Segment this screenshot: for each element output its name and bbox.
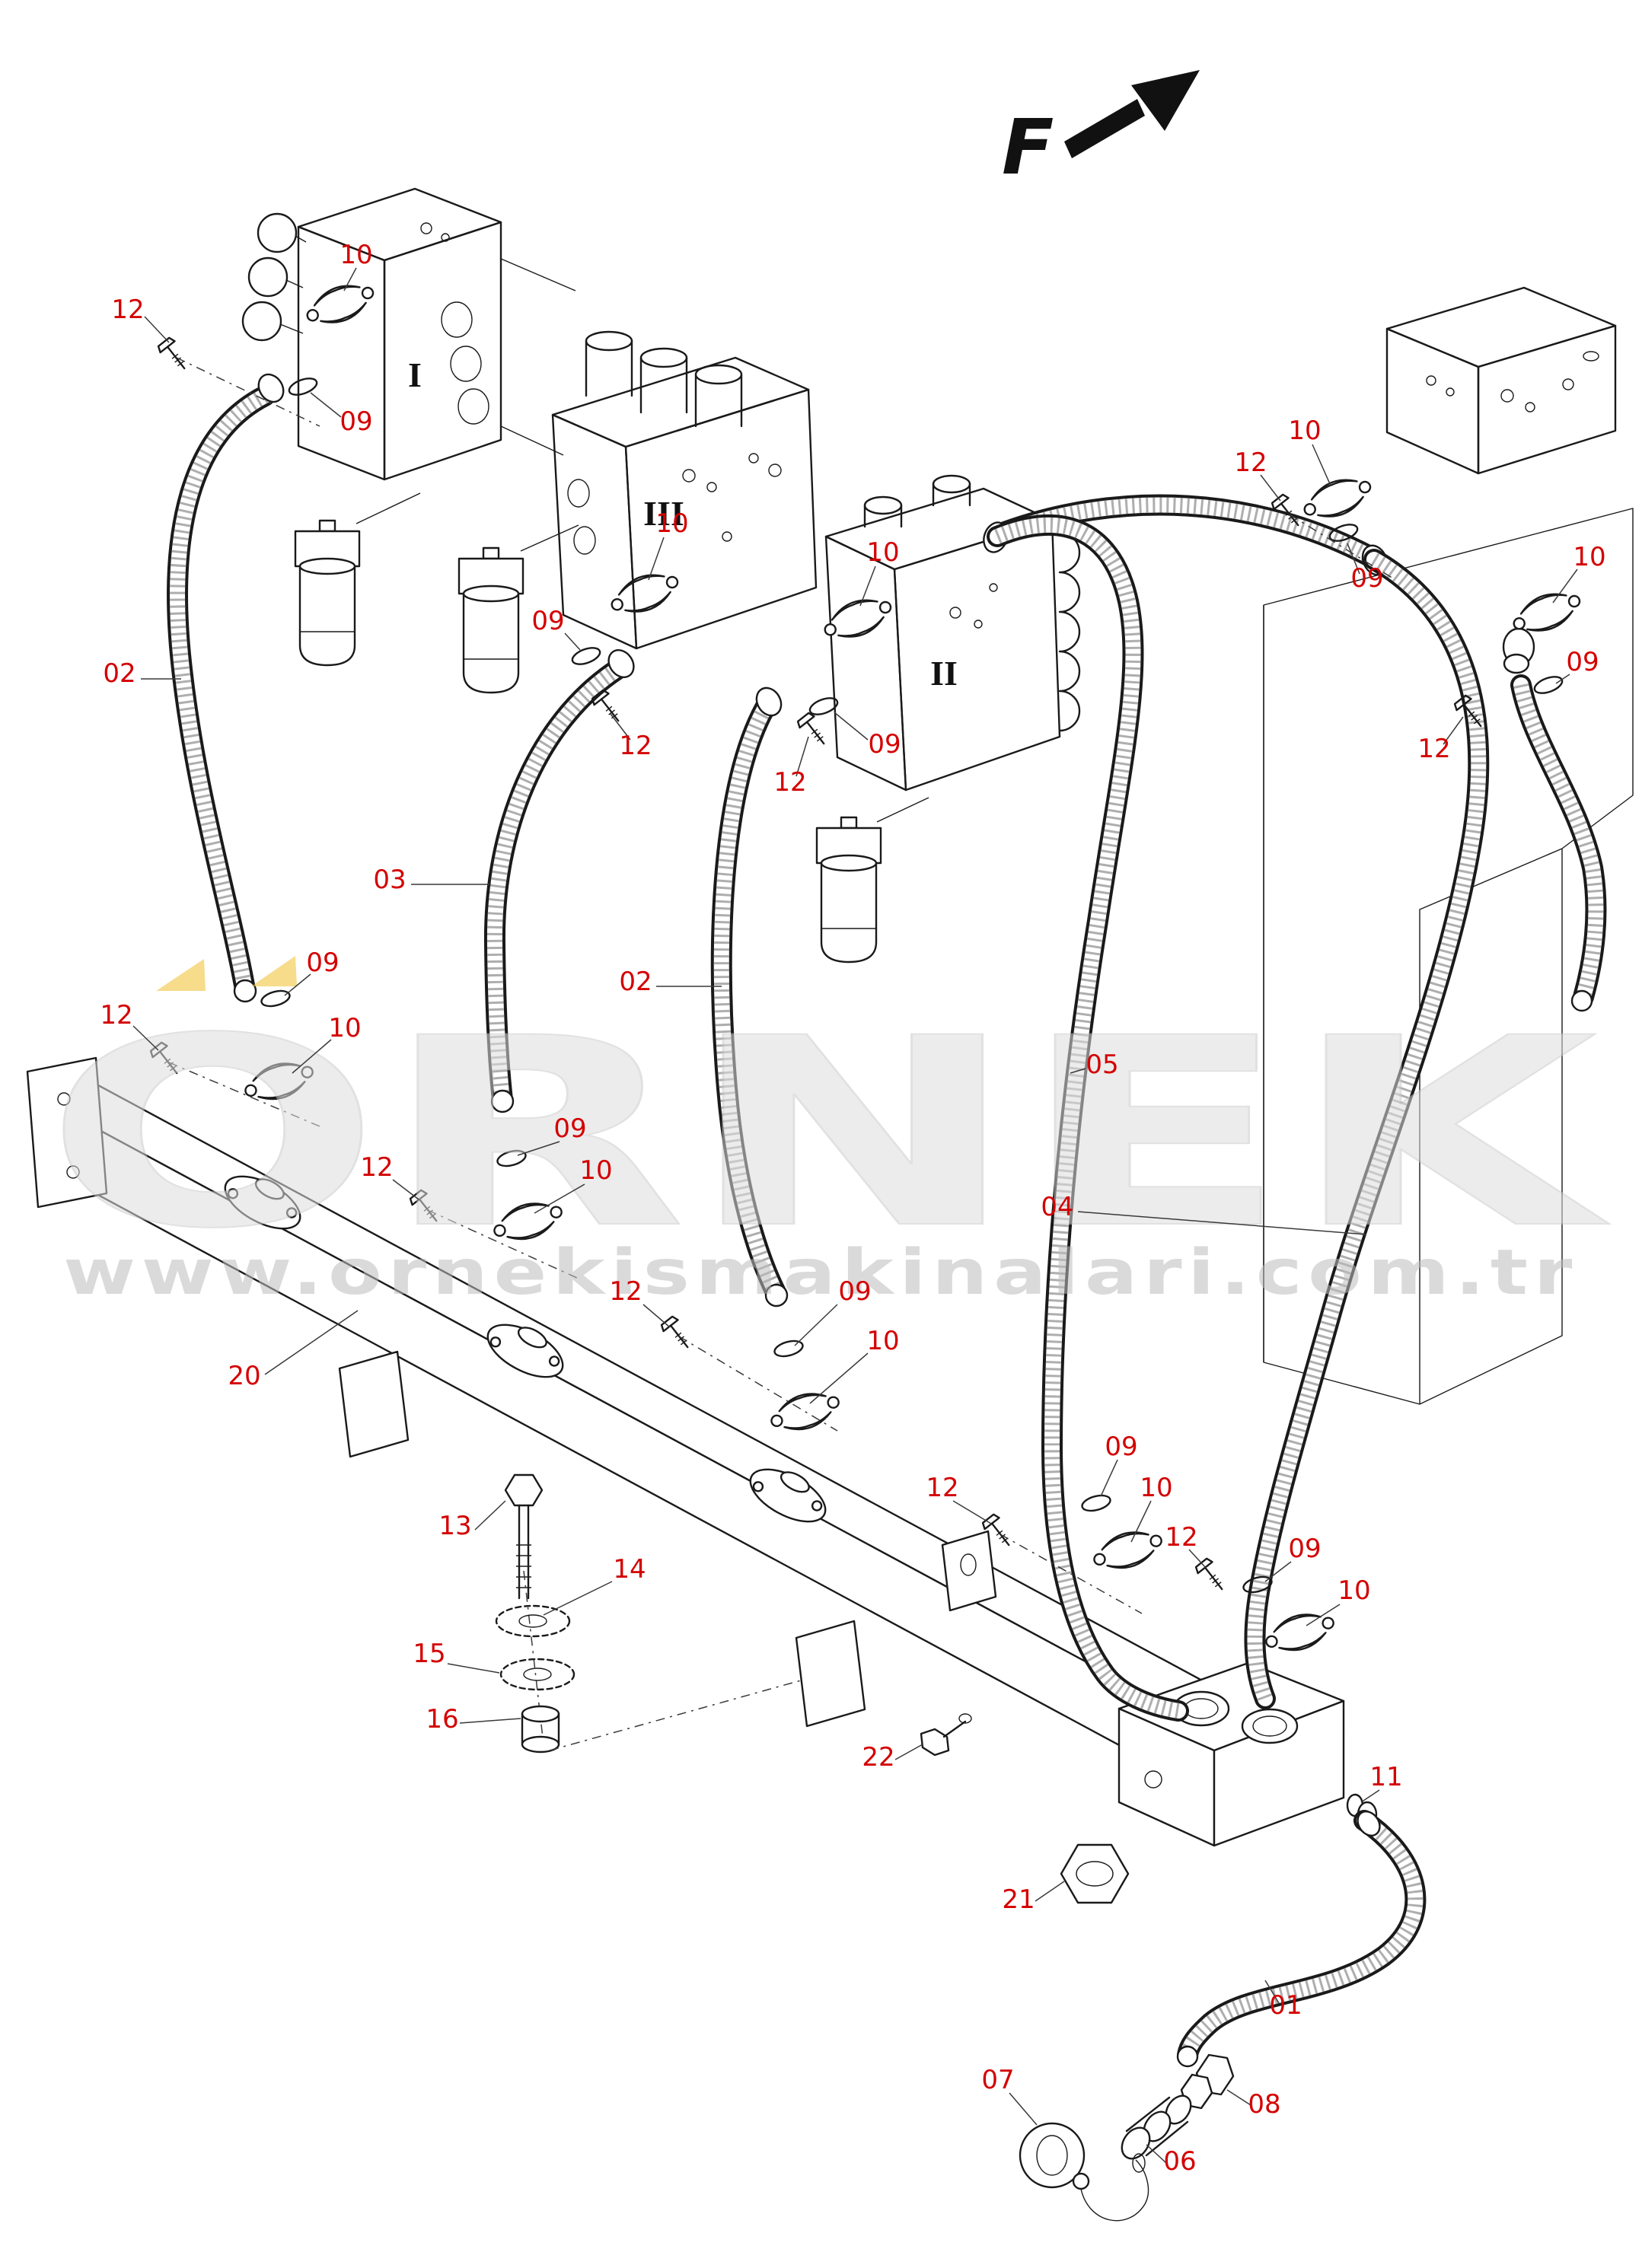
callout-part: 10 (579, 1155, 612, 1186)
callout-part: 10 (1288, 416, 1321, 446)
callout-part: 12 (100, 1000, 132, 1030)
watermark: ORNEK www.ornekismakinalari.com.tr (43, 956, 1613, 1309)
callout-part: 01 (1269, 1990, 1302, 2021)
split-flange-clamp (1088, 1522, 1168, 1578)
split-flange-clamp (1260, 1604, 1340, 1661)
clamp-bolt (1193, 1556, 1230, 1596)
clamp-bolt (155, 335, 193, 375)
o-ring (1079, 1492, 1113, 1515)
leader-lines (132, 267, 1578, 2164)
callout-part: 12 (609, 1276, 642, 1307)
callout-part: 06 (1163, 2146, 1196, 2177)
direction-arrow-icon (1131, 70, 1200, 131)
callout-part: 10 (340, 240, 372, 270)
outlet-manifold (1118, 1661, 1345, 1847)
callout-part: 12 (619, 731, 652, 761)
callout-part: 16 (426, 1704, 458, 1734)
callout-part: 10 (655, 508, 688, 539)
clamp-bolt (658, 1314, 696, 1354)
callout-part: 10 (866, 537, 899, 568)
direction-label: F (1002, 103, 1054, 192)
callout-part: 10 (328, 1013, 361, 1043)
hydraulic-filter-3 (815, 816, 882, 964)
callout-part: 09 (1350, 563, 1383, 594)
callout-part: 12 (926, 1473, 958, 1503)
callout-part: 03 (373, 865, 406, 895)
o-ring (1531, 672, 1566, 698)
callout-part: 10 (1573, 542, 1605, 572)
section-mark-1: I (408, 355, 422, 394)
hydraulic-filter-2 (458, 546, 524, 694)
hose-02-left (167, 373, 285, 1003)
callout-part: 09 (868, 729, 901, 760)
o-ring (285, 374, 320, 400)
watermark-url: www.ornekismakinalari.com.tr (63, 1237, 1578, 1309)
callout-part: 09 (340, 406, 372, 437)
callout-part: 11 (1369, 1762, 1402, 1792)
callout-part: 09 (838, 1276, 871, 1307)
machinery-line-art: I III II (26, 187, 1634, 2222)
right-valve-box (1385, 286, 1617, 674)
valve-block-3: III (551, 330, 818, 650)
callout-part: 10 (1338, 1575, 1370, 1606)
callout-part: 20 (228, 1361, 260, 1391)
split-flange-clamp (1297, 468, 1377, 528)
direction-indicator: F (1002, 70, 1200, 192)
callout-part: 09 (306, 948, 339, 978)
direction-arrow-icon (1064, 99, 1145, 158)
hose-right-short (1510, 674, 1607, 1012)
callout-part: 12 (360, 1152, 393, 1183)
callout-part: 04 (1041, 1192, 1073, 1222)
callout-part: 21 (1002, 1884, 1035, 1915)
callout-part: 12 (111, 295, 144, 325)
hydraulic-filter-1 (294, 519, 361, 667)
callout-part: 07 (981, 2065, 1014, 2095)
callout-part: 10 (866, 1326, 899, 1356)
callout-part: 15 (413, 1639, 445, 1669)
coupler-assembly (1019, 2053, 1235, 2222)
callout-part: 09 (531, 606, 564, 636)
callout-part: 02 (103, 658, 136, 689)
watermark-triangle-icon (251, 956, 297, 986)
section-mark-3: III (643, 494, 684, 533)
o-ring (569, 643, 604, 669)
hose-03 (483, 649, 635, 1113)
callout-part: 12 (1234, 448, 1267, 478)
callout-part: 09 (1288, 1534, 1321, 1564)
rail-support-blocks (338, 1350, 997, 1728)
callout-part: 14 (613, 1554, 646, 1585)
split-flange-clamp (765, 1384, 845, 1440)
callout-part: 12 (1165, 1522, 1197, 1553)
callout-part: 12 (1417, 734, 1450, 764)
hose-02-middle (710, 686, 789, 1308)
callout-part: 22 (862, 1742, 894, 1773)
split-flange-clamp (604, 563, 684, 623)
callout-part: 09 (1566, 647, 1599, 677)
mount-bolt-assembly (495, 1473, 802, 1754)
hose-01 (1176, 1810, 1427, 2068)
watermark-title: ORNEK (44, 983, 1612, 1285)
clamp-bolt (795, 710, 832, 750)
callout-part: 13 (438, 1511, 471, 1541)
callout-part: 05 (1086, 1050, 1118, 1080)
valve-block-1: I (241, 187, 576, 481)
callout-part: 08 (1248, 2089, 1280, 2120)
callout-labels: 12 10 09 02 10 09 12 10 09 12 03 02 05 0… (100, 240, 1605, 2177)
hex-plug (1060, 1843, 1130, 1904)
hose-05 (987, 514, 1189, 1722)
side-panel (1263, 508, 1634, 1405)
callout-part: 02 (619, 967, 652, 997)
callout-part: 12 (773, 767, 806, 798)
split-flange-clamp (300, 274, 380, 334)
drain-bolt (920, 1720, 967, 1757)
callout-part: 09 (1105, 1432, 1137, 1462)
callout-part: 09 (553, 1113, 586, 1144)
section-mark-2: II (930, 654, 958, 693)
watermark-triangle-icon (156, 959, 206, 991)
callout-part: 10 (1140, 1473, 1172, 1503)
